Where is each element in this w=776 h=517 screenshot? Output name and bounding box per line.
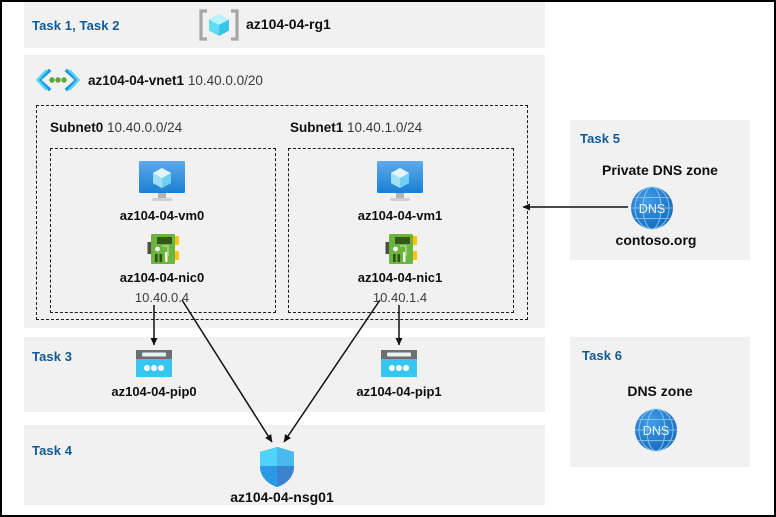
task-label-task1-task2: Task 1, Task 2 — [32, 18, 120, 33]
task-label-task5: Task 5 — [580, 131, 621, 146]
private-dns-zone-name: contoso.org — [615, 232, 697, 248]
subnet0-cidr: 10.40.0.0/24 — [107, 120, 183, 135]
subnet0-header: Subnet0 10.40.0.0/24 — [50, 120, 182, 135]
nic0-ip: 10.40.0.4 — [134, 290, 190, 305]
dns-icon-text: DNS — [643, 424, 669, 438]
nic1-name: az104-04-nic1 — [357, 270, 443, 285]
pip0-name: az104-04-pip0 — [111, 384, 197, 399]
network-interface-icon — [384, 232, 418, 266]
subnet0-box — [50, 148, 276, 313]
task-label-task3: Task 3 — [32, 349, 73, 364]
virtual-machine-icon — [376, 160, 424, 202]
vm1-name: az104-04-vm1 — [357, 208, 443, 223]
dns-zone-icon: DNS — [630, 186, 674, 230]
vnet-header: az104-04-vnet1 10.40.0.0/20 — [88, 73, 263, 88]
network-security-group-icon — [258, 446, 296, 488]
nsg-name: az104-04-nsg01 — [230, 489, 334, 505]
dns-zone-icon: DNS — [634, 408, 678, 452]
public-ip-address-icon — [135, 349, 173, 379]
subnet1-name: Subnet1 — [290, 120, 344, 135]
vnet-name: az104-04-vnet1 — [88, 73, 185, 88]
nic0-name: az104-04-nic0 — [119, 270, 205, 285]
subnets-group-box — [36, 105, 528, 320]
resource-group-name: az104-04-rg1 — [246, 16, 331, 32]
task-label-task4: Task 4 — [32, 443, 73, 458]
vnet-cidr: 10.40.0.0/20 — [187, 73, 263, 88]
subnet1-box — [288, 148, 514, 313]
resource-group-panel — [24, 0, 545, 48]
subnet1-header: Subnet1 10.40.1.0/24 — [290, 120, 422, 135]
public-ip-address-icon — [380, 349, 418, 379]
subnet0-name: Subnet0 — [50, 120, 104, 135]
dns-icon-text: DNS — [639, 202, 665, 216]
dns-zone-heading: DNS zone — [627, 383, 693, 399]
vnet-panel — [24, 55, 545, 328]
nic1-ip: 10.40.1.4 — [372, 290, 428, 305]
private-dns-zone-heading: Private DNS zone — [602, 162, 718, 178]
vm0-name: az104-04-vm0 — [119, 208, 205, 223]
virtual-machine-icon — [138, 160, 186, 202]
virtual-network-icon — [35, 68, 81, 92]
resource-group-icon — [198, 9, 240, 41]
subnet1-cidr: 10.40.1.0/24 — [347, 120, 423, 135]
network-interface-icon — [146, 232, 180, 266]
task-label-task6: Task 6 — [582, 348, 623, 363]
